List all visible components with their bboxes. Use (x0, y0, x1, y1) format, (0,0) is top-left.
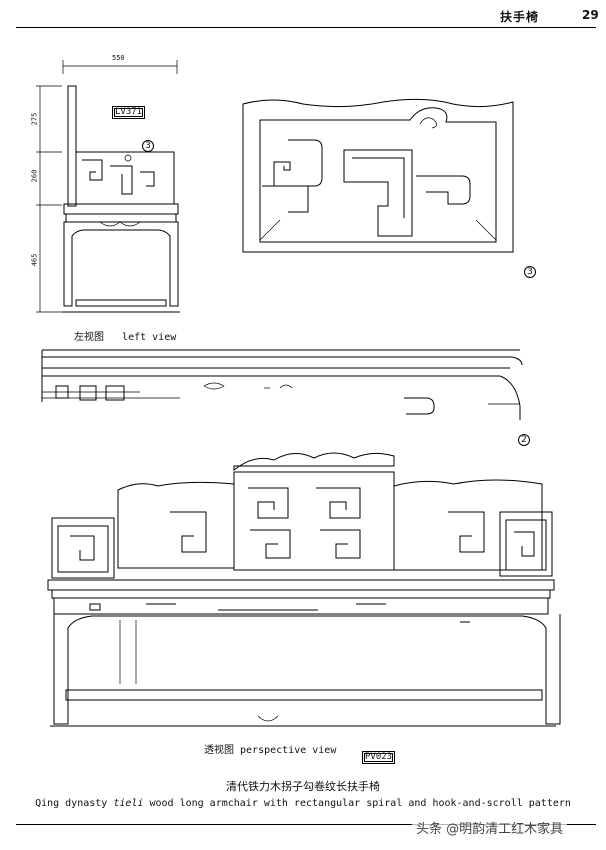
dimension-top: 275 (30, 112, 39, 126)
left-view-drawing (36, 60, 180, 313)
watermark: 头条 @明韵清工红木家具 (412, 816, 568, 839)
left-view-callout: 3 (142, 140, 154, 152)
dimension-width: 550 (112, 54, 125, 62)
perspective-view-label: 透视图 perspective view (204, 745, 337, 756)
dimension-middle: 260 (30, 169, 39, 183)
detail-3-callout: 3 (524, 266, 536, 278)
footer-rule (16, 824, 596, 825)
caption-english-part1: Qing dynasty (35, 798, 114, 809)
page-header-title: 扶手椅 (500, 10, 540, 24)
detail-3-drawing (242, 98, 514, 253)
dimension-bottom: 465 (30, 253, 39, 267)
header-rule (16, 27, 596, 28)
caption-english-italic: tieli (113, 798, 144, 809)
caption-english: Qing dynasty tieli wood long armchair wi… (0, 798, 606, 809)
perspective-view-drawing (47, 452, 561, 727)
page-number: 29 (582, 8, 599, 22)
left-view-code: LV371 (112, 106, 146, 119)
left-view-label: 左视图 left view (74, 332, 177, 343)
detail-2-callout: 2 (518, 434, 530, 446)
perspective-view-code: PV023 (362, 751, 396, 764)
caption-english-part2: wood long armchair with rectangular spir… (143, 798, 571, 809)
caption-chinese: 清代铁力木拐子勾卷纹长扶手椅 (226, 780, 380, 793)
detail-2-drawing (41, 349, 523, 420)
